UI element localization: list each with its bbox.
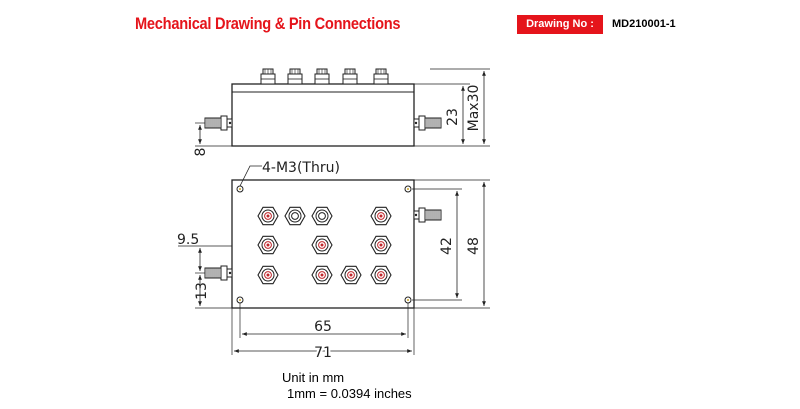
dim-height-side: 23 [445,108,461,126]
side-view-right-sma-connector [413,115,442,131]
rf-connector [370,265,392,285]
drawing-number-label: Drawing No : [517,15,603,34]
side-view: 23 Max30 8 [193,68,490,157]
rf-connector [370,206,392,226]
rf-connector [284,206,306,226]
rf-connector [340,265,362,285]
top-view-right-sma-connector [413,207,442,223]
rf-connector [311,235,333,255]
dim-width: 71 [314,345,332,361]
side-view-left-sma-connector [204,115,233,131]
page-title: Mechanical Drawing & Pin Connections [135,14,401,33]
dim-max-height: Max30 [466,85,482,132]
rf-connector [257,265,279,285]
top-view-left-sma-connector [204,265,233,281]
dim-hole-spacing-height: 42 [439,237,455,255]
dim-connector-offset: 8 [193,148,209,157]
dim-hole-spacing-width: 65 [314,319,332,335]
hole-note: 4-M3(Thru) [262,160,340,176]
rf-connector [257,206,279,226]
side-view-body [231,83,415,147]
top-view: 4-M3(Thru) 42 48 [177,160,490,363]
dim-height-top: 48 [466,237,482,255]
rf-connector [311,265,333,285]
dim-connector-top: 9.5 [177,232,199,248]
drawing-number: MD210001-1 [612,18,676,30]
dim-connector-bottom: 13 [194,282,210,300]
unit-line: Unit in mm [282,370,345,385]
side-view-top-connectors [260,68,389,85]
rf-connector [370,235,392,255]
unit-note: Unit in mm 1mm = 0.0394 inches [282,370,412,402]
rf-connector [311,206,333,226]
rf-connector [257,235,279,255]
conversion-line: 1mm = 0.0394 inches [287,386,412,401]
